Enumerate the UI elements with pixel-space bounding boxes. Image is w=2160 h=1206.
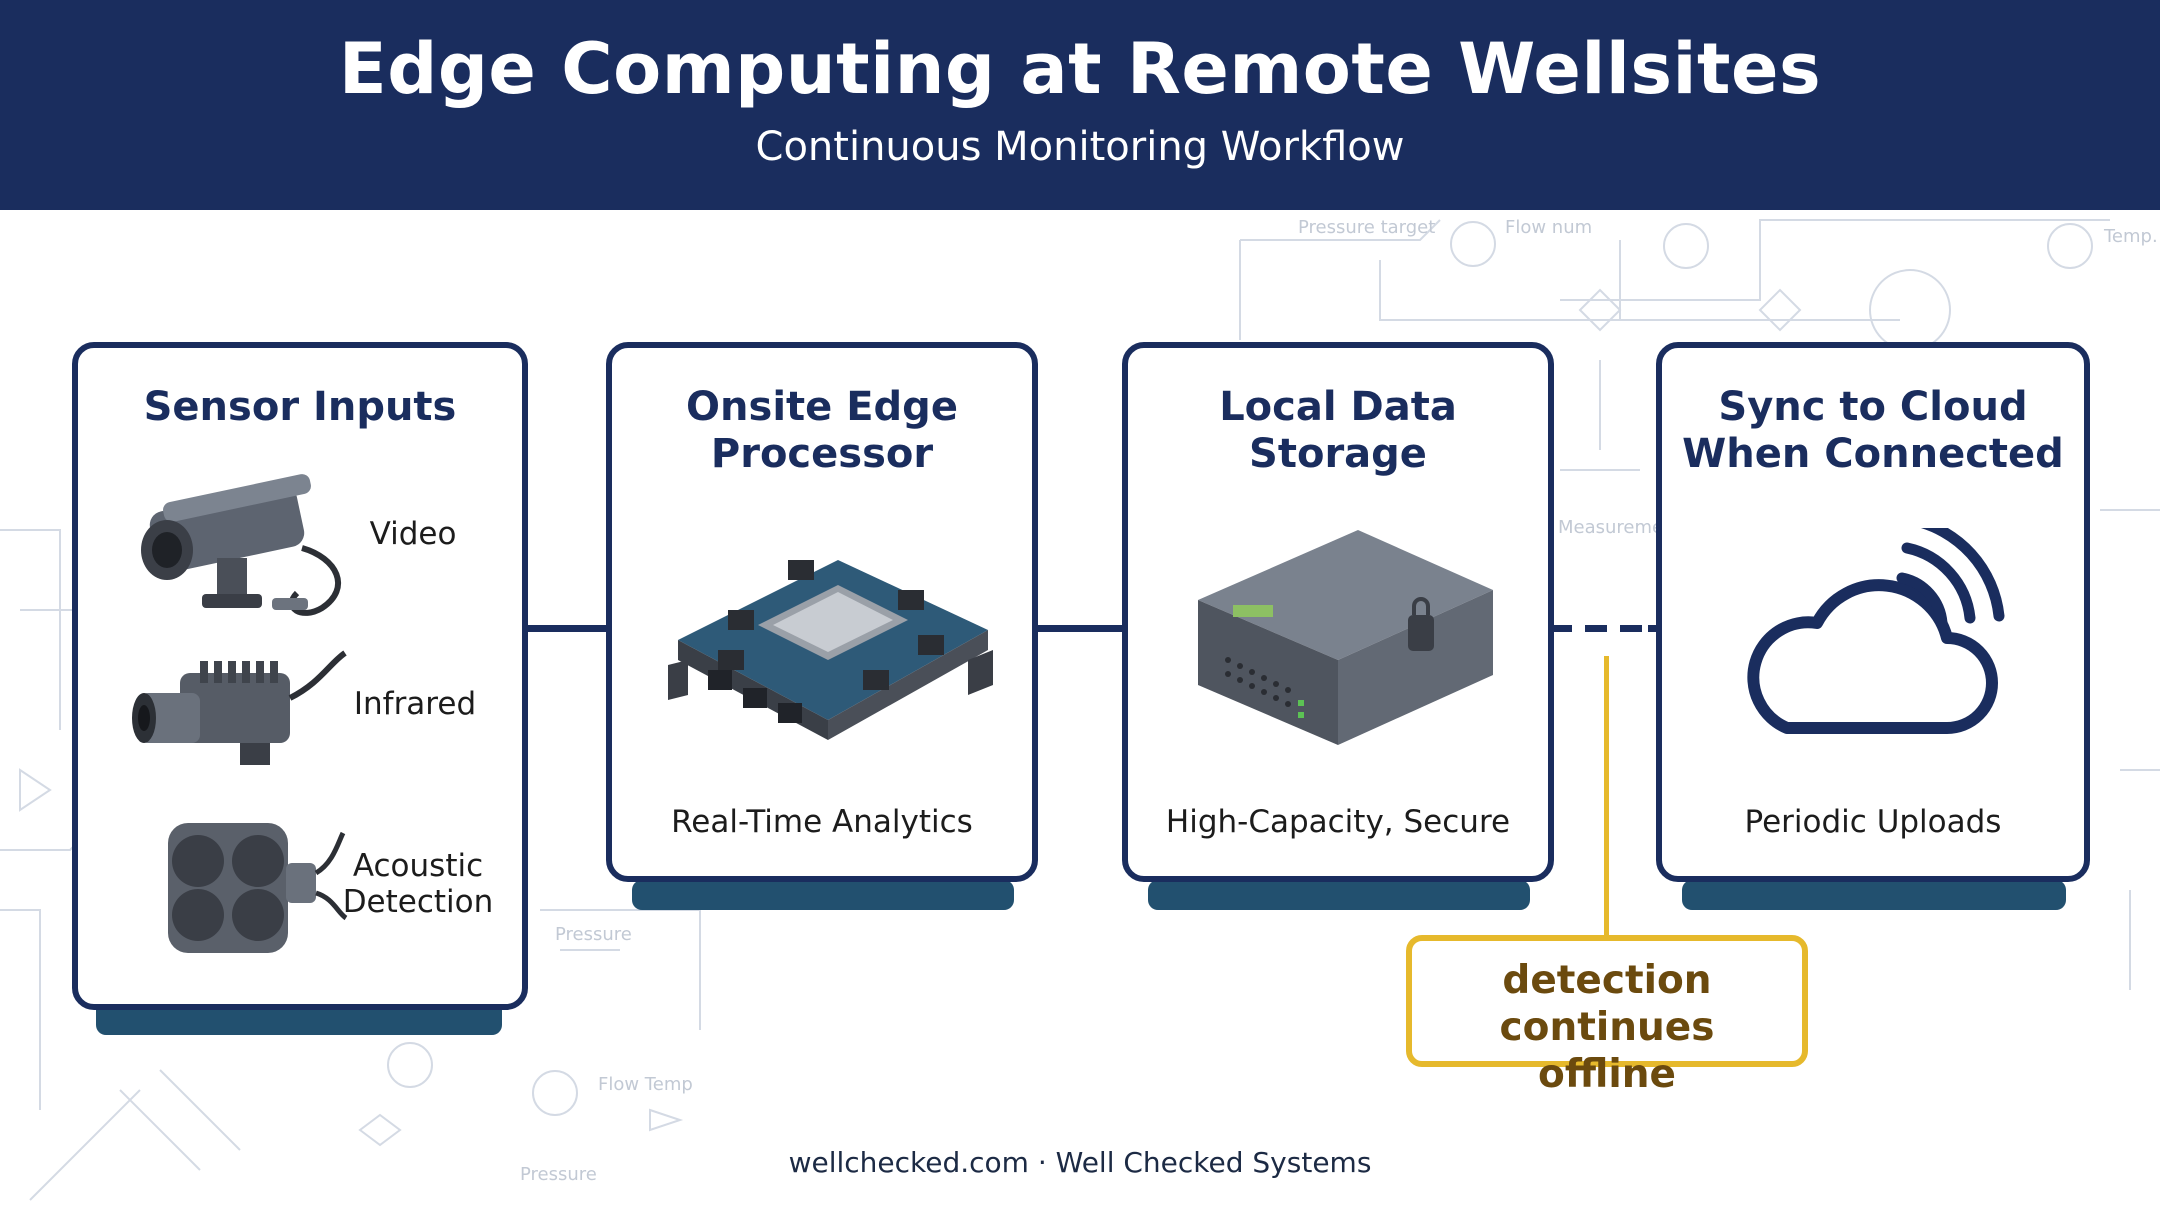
acoustic-sensor-icon [168, 823, 348, 953]
storage-device-icon [1198, 530, 1493, 745]
card-shadow [1682, 880, 2066, 910]
offline-callout-line [1604, 656, 1609, 938]
dashed-connector-segment [1585, 625, 1607, 632]
circuit-board-icon [668, 560, 993, 740]
cloud-wifi-icon [1747, 528, 2005, 734]
dashed-connector-segment [1620, 625, 1642, 632]
card-shadow [1148, 880, 1530, 910]
card-shadow [632, 880, 1014, 910]
card-cloud-sync: Sync to Cloud When Connected Periodic Up… [1656, 342, 2090, 882]
bg-label-flow-num: Flow num [1505, 217, 1592, 238]
card-caption-edge-processor: Real-Time Analytics [671, 804, 973, 840]
connector-sensors-to-processor [526, 625, 610, 632]
card-caption-cloud-sync: Periodic Uploads [1744, 804, 2002, 840]
card-title-sensor-inputs: Sensor Inputs [143, 384, 457, 430]
bg-label-pressure-1: Pressure [555, 924, 632, 945]
bg-label-pressure-2: Pressure [520, 1164, 597, 1185]
bg-label-flow-temp: Flow Temp [598, 1074, 693, 1095]
footer-credit: wellchecked.com · Well Checked Systems [788, 1146, 1372, 1179]
bg-label-pressure-target: Pressure target [1298, 217, 1435, 238]
camera-icon [141, 474, 342, 616]
header-banner: Edge Computing at Remote Wellsites Conti… [0, 0, 2160, 210]
bg-label-temp: Temp. °C [2103, 226, 2160, 247]
card-title-edge-processor: Onsite Edge Processor [686, 384, 958, 477]
sensor-label-infrared: Infrared [353, 686, 477, 722]
blueprint-background: Pressure target Flow num Temp. °C Measur… [0, 217, 2160, 1201]
sensor-label-acoustic: Acoustic Detection [342, 848, 494, 920]
card-caption-local-storage: High-Capacity, Secure [1165, 804, 1511, 840]
card-title-cloud-sync: Sync to Cloud When Connected [1682, 384, 2064, 477]
dashed-connector-segment [1550, 625, 1572, 632]
infrared-sensor-icon [132, 650, 347, 765]
card-sensor-inputs: Sensor Inputs Video Infrared Acoustic [72, 342, 528, 1010]
sensor-label-video: Video [369, 516, 457, 552]
page-subtitle: Continuous Monitoring Workflow [755, 124, 1405, 170]
page-title: Edge Computing at Remote Wellsites [338, 28, 1822, 110]
card-edge-processor: Onsite Edge Processor Real-Time Analytic… [606, 342, 1038, 882]
offline-callout: detection continues offline [1406, 935, 1808, 1097]
card-local-storage: Local Data Storage High-Capacity, Secure [1122, 342, 1554, 882]
dashed-connector-segment [1648, 625, 1660, 632]
card-title-local-storage: Local Data Storage [1219, 384, 1457, 477]
connector-processor-to-storage [1034, 625, 1126, 632]
offline-callout-text: detection continues offline [1499, 958, 1715, 1097]
